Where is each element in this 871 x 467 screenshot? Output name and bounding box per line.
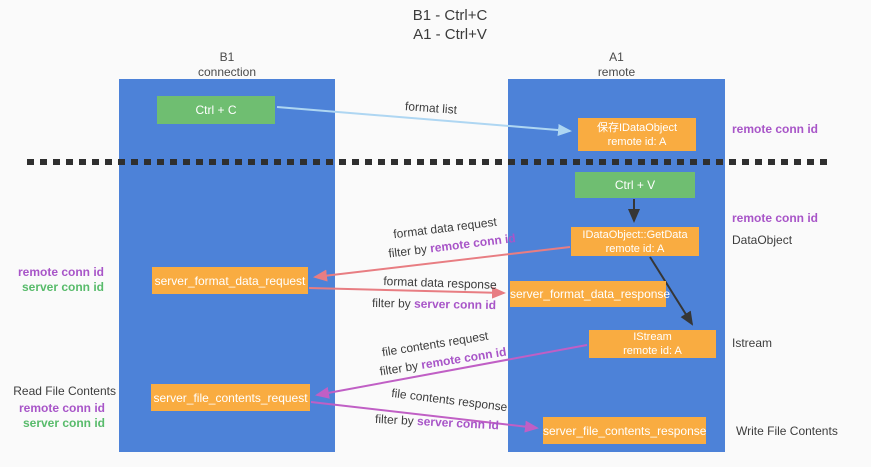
istream-side-label: Istream — [732, 336, 773, 350]
node-save-idataobject: 保存IDataObject remote id: A — [578, 118, 696, 151]
save-idataobject-line1: 保存IDataObject — [596, 121, 678, 134]
title-line-2: A1 - Ctrl+V — [413, 26, 487, 43]
save-idataobject-line2: remote id: A — [607, 135, 667, 148]
lane-b1-role: connection — [197, 65, 257, 79]
getdata-line1: IDataObject::GetData — [582, 228, 688, 241]
filter-by-text-1: filter by — [387, 241, 432, 261]
file-contents-response-filter-label: filter by server conn id — [374, 411, 500, 432]
left-conn-ids-format: remote conn id server conn id — [6, 265, 104, 295]
lane-header-b1: B1 connection — [119, 50, 335, 80]
node-server-file-contents-response: server_file_contents_response — [543, 417, 706, 444]
left-conn-ids-file: remote conn id server conn id — [6, 401, 105, 431]
format-response-label: server_format_data_response — [510, 287, 671, 301]
node-istream: IStream remote id: A — [589, 330, 716, 358]
node-server-file-contents-request: server_file_contents_request — [151, 384, 310, 411]
file-request-label: server_file_contents_request — [153, 390, 308, 405]
file-contents-response-label: file contents response — [390, 385, 509, 415]
lane-a1-name: A1 — [609, 50, 624, 64]
file-response-label: server_file_contents_response — [543, 423, 707, 438]
format-list-label: format list — [404, 99, 458, 117]
node-ctrl-c: Ctrl + C — [157, 96, 275, 124]
lane-a1-role: remote — [597, 65, 636, 79]
istream-line1: IStream — [633, 331, 672, 343]
format-data-response-filter-label: filter by server conn id — [371, 295, 496, 312]
node-idataobject-getdata: IDataObject::GetData remote id: A — [571, 227, 699, 256]
format-data-response-label: format data response — [383, 274, 497, 292]
filter-by-text-2: filter by — [371, 295, 415, 311]
title-line-1: B1 - Ctrl+C — [412, 7, 488, 24]
ctrl-c-label: Ctrl + C — [195, 103, 237, 117]
left-server-conn-id-2: server conn id — [22, 416, 105, 430]
left-remote-conn-id-1: remote conn id — [17, 265, 104, 279]
filter-by-text-4: filter by — [374, 411, 418, 429]
right-remote-conn-id-2: remote conn id — [732, 211, 819, 225]
left-server-conn-id-1: server conn id — [21, 280, 104, 294]
node-server-format-data-response: server_format_data_response — [510, 281, 671, 307]
lane-b1-name: B1 — [219, 50, 235, 64]
node-server-format-data-request: server_format_data_request — [152, 267, 308, 294]
dataobject-label: DataObject — [732, 233, 793, 247]
read-file-contents-label: Read File Contents — [13, 384, 116, 398]
filter-server-conn-id-1: server conn id — [413, 296, 497, 313]
lane-header-a1: A1 remote — [508, 50, 725, 80]
node-ctrl-v: Ctrl + V — [575, 172, 695, 198]
istream-line2: remote id: A — [623, 345, 682, 357]
write-file-contents-label: Write File Contents — [736, 424, 838, 438]
format-request-label: server_format_data_request — [154, 273, 306, 288]
right-remote-conn-id-1: remote conn id — [732, 122, 819, 136]
diagram-title: B1 - Ctrl+C A1 - Ctrl+V — [335, 6, 565, 44]
machine-boundary-dashed-line — [27, 159, 833, 165]
filter-server-conn-id-2: server conn id — [416, 414, 500, 433]
left-remote-conn-id-2: remote conn id — [18, 401, 105, 415]
ctrl-v-label: Ctrl + V — [614, 178, 656, 192]
getdata-line2: remote id: A — [605, 242, 665, 255]
filter-by-text-3: filter by — [378, 358, 423, 379]
